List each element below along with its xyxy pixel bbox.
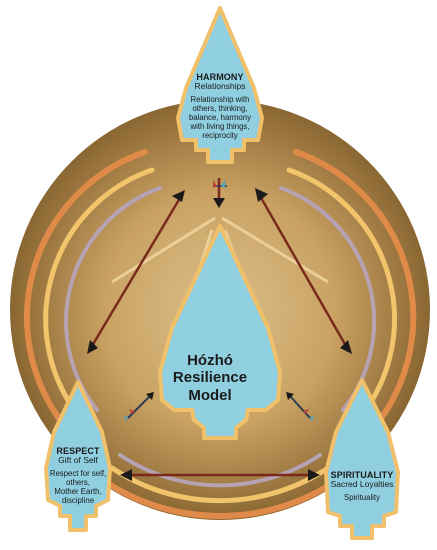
respect-arrowhead: [44, 380, 112, 532]
spirituality-description-line: Spirituality: [344, 493, 380, 503]
arrow-tips: [87, 188, 352, 481]
top-down-arrow-tip: [213, 198, 225, 208]
ring-arcs: [24, 149, 417, 519]
small-arrow-icon-top: [213, 180, 227, 188]
spirituality-title: SPIRITUALITY: [330, 470, 394, 480]
small-arrow-icon-left: [124, 392, 154, 421]
respect-description-line: Mother Earth,: [54, 487, 102, 497]
respect-description-line: Respect for self,: [49, 469, 107, 479]
bottom-arrow-tip-left: [120, 469, 132, 481]
harmony-subtitle: Relationships: [194, 81, 246, 92]
spirituality-subtitle: Sacred Loyalties: [330, 479, 394, 490]
harmony-description-line: with living things,: [190, 121, 250, 131]
harmony-description-line: reciprocity: [202, 130, 238, 140]
harmony-arrowhead: [176, 6, 264, 164]
right-double-arrow: [258, 195, 348, 347]
spirituality-arrowhead: [324, 378, 400, 540]
harmony-description: Relationship with others, thinking, bala…: [170, 95, 270, 141]
respect-description: Respect for self, others, Mother Earth, …: [30, 469, 126, 506]
respect-label: RESPECT Gift of Self Respect for self, o…: [30, 446, 126, 506]
respect-subtitle: Gift of Self: [58, 455, 98, 466]
center-arrowhead: [158, 224, 282, 440]
connection-arrows: [90, 178, 348, 477]
harmony-description-line: Relationship with: [190, 95, 250, 105]
spirituality-description: Spirituality: [314, 493, 410, 503]
harmony-label: HARMONY Relationships Relationship with …: [170, 72, 270, 141]
center-title-line3: Model: [188, 386, 232, 404]
harmony-description-line: balance, harmony: [189, 113, 251, 123]
harmony-description-line: others, thinking,: [192, 104, 248, 114]
left-arrow-tip-bottom: [87, 340, 98, 354]
left-arrow-tip-top: [172, 190, 185, 202]
spirituality-label: SPIRITUALITY Sacred Loyalties Spirituali…: [314, 470, 410, 503]
center-title-line1: Hózhó: [187, 352, 233, 369]
left-double-arrow: [90, 197, 182, 347]
harmony-title: HARMONY: [196, 72, 244, 82]
center-title: Hózhó Resilience Model: [160, 352, 260, 404]
center-title-line2: Resilience: [172, 369, 248, 387]
right-arrow-tip-bottom: [340, 340, 352, 354]
bottom-arrow-tip-right: [308, 469, 320, 481]
respect-title: RESPECT: [56, 446, 100, 456]
small-arrow-icon-right: [286, 392, 314, 421]
respect-description-line: discipline: [61, 495, 95, 505]
right-arrow-tip-top: [255, 188, 268, 202]
respect-description-line: others,: [66, 478, 90, 488]
